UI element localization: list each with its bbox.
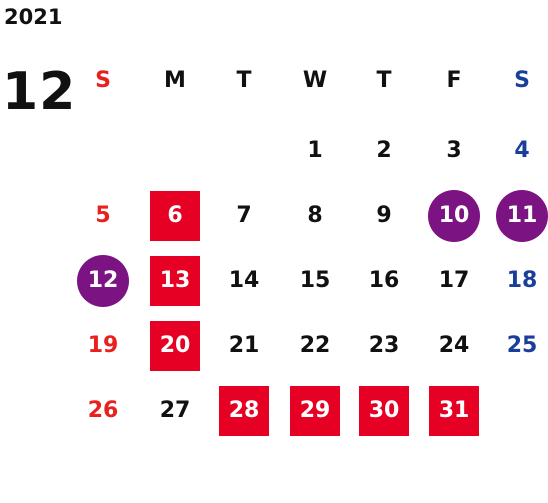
day-cell-25[interactable]: 25 (506, 333, 538, 358)
weekday-friday: F (446, 68, 462, 93)
day-cell-15[interactable]: 15 (299, 268, 331, 293)
weekday-tuesday: T (236, 68, 252, 93)
weekday-sunday: S (95, 68, 111, 93)
day-cell-12[interactable]: 12 (77, 255, 129, 307)
day-cell-2[interactable]: 2 (376, 138, 392, 163)
day-cell-23[interactable]: 23 (368, 333, 400, 358)
day-cell-22[interactable]: 22 (299, 333, 331, 358)
day-cell-19[interactable]: 19 (87, 333, 119, 358)
day-cell-24[interactable]: 24 (438, 333, 470, 358)
day-cell-18[interactable]: 18 (506, 268, 538, 293)
day-cell-31[interactable]: 31 (429, 386, 479, 436)
day-cell-6[interactable]: 6 (150, 191, 200, 241)
day-cell-13[interactable]: 13 (150, 256, 200, 306)
day-cell-28[interactable]: 28 (219, 386, 269, 436)
weekday-thursday: T (376, 68, 392, 93)
day-cell-7[interactable]: 7 (236, 203, 252, 228)
weekday-wednesday: W (302, 68, 328, 93)
weekday-monday: M (164, 68, 186, 93)
day-cell-1[interactable]: 1 (307, 138, 323, 163)
day-cell-16[interactable]: 16 (368, 268, 400, 293)
day-cell-26[interactable]: 26 (87, 398, 119, 423)
day-cell-10[interactable]: 10 (428, 190, 480, 242)
day-cell-29[interactable]: 29 (290, 386, 340, 436)
day-cell-9[interactable]: 9 (376, 203, 392, 228)
day-cell-4[interactable]: 4 (514, 138, 530, 163)
day-cell-20[interactable]: 20 (150, 321, 200, 371)
day-cell-30[interactable]: 30 (359, 386, 409, 436)
day-cell-14[interactable]: 14 (228, 268, 260, 293)
day-cell-17[interactable]: 17 (438, 268, 470, 293)
day-cell-5[interactable]: 5 (95, 203, 111, 228)
day-cell-11[interactable]: 11 (496, 190, 548, 242)
day-cell-27[interactable]: 27 (159, 398, 191, 423)
day-cell-21[interactable]: 21 (228, 333, 260, 358)
day-cell-3[interactable]: 3 (446, 138, 462, 163)
day-cell-8[interactable]: 8 (307, 203, 323, 228)
year-label: 2021 (4, 5, 63, 29)
month-number: 12 (2, 62, 77, 122)
weekday-saturday: S (514, 68, 530, 93)
